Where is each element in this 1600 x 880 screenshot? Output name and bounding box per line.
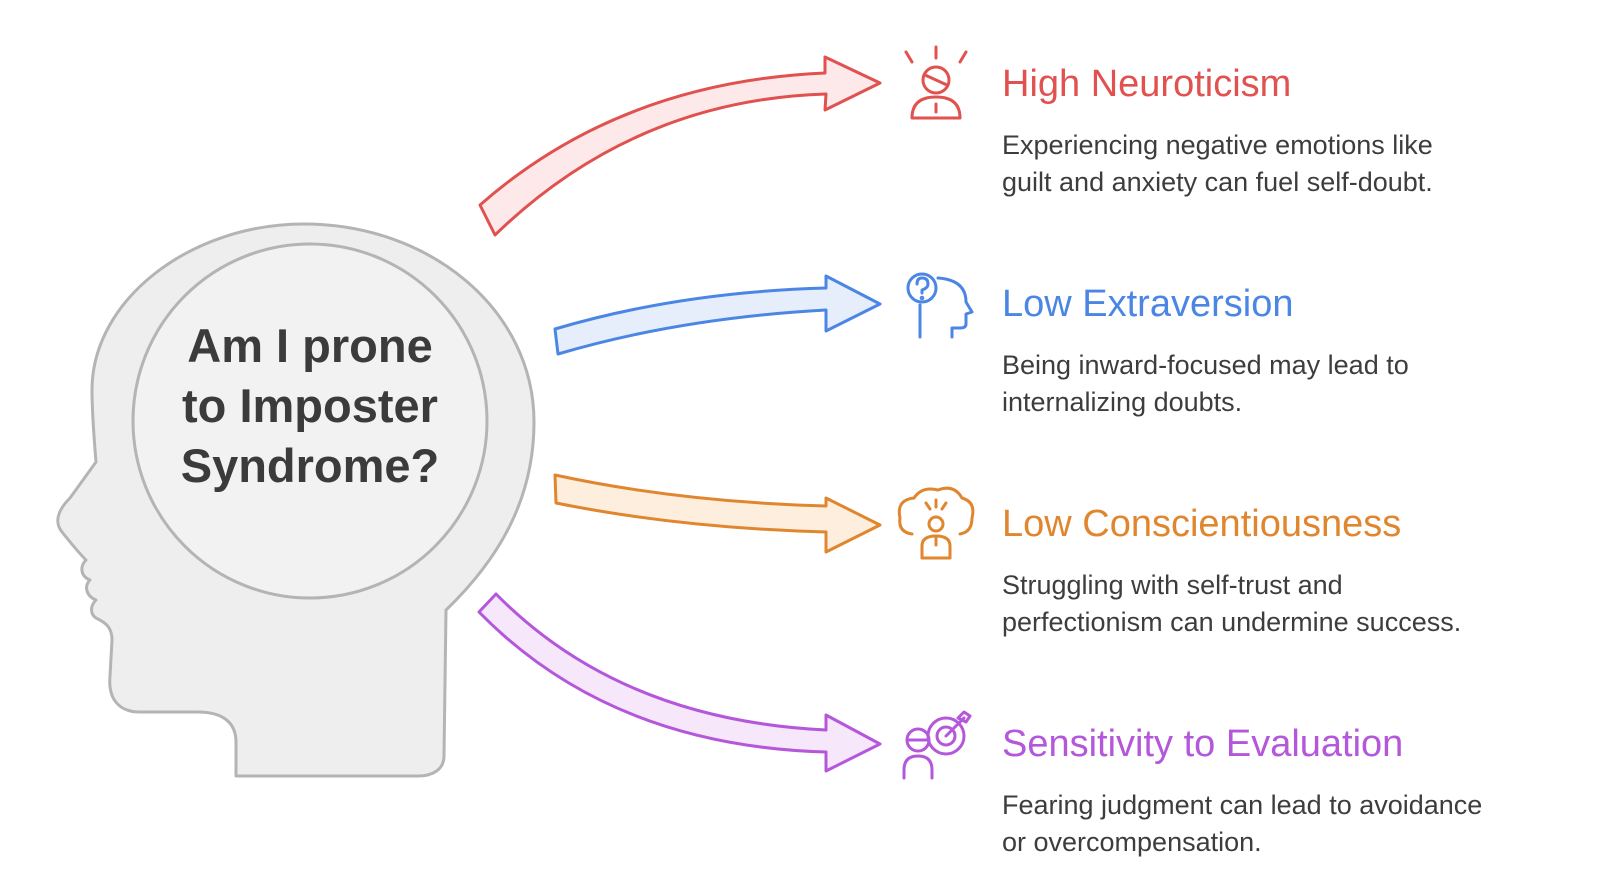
trait-description-line: Experiencing negative emotions like xyxy=(1002,130,1433,160)
head-question-icon xyxy=(906,272,974,339)
trait-sensitivity-to-evaluation: Sensitivity to Evaluation Fearing judgme… xyxy=(1002,722,1582,861)
arrow-conscientiousness xyxy=(553,473,882,554)
trait-title: Sensitivity to Evaluation xyxy=(1002,723,1404,765)
trait-description: Struggling with self-trust and perfectio… xyxy=(1002,567,1582,641)
trait-description: Being inward-focused may lead to interna… xyxy=(1002,347,1582,421)
trait-description-line: Struggling with self-trust and xyxy=(1002,570,1343,600)
question-line: Syndrome? xyxy=(180,439,440,492)
trait-description: Fearing judgment can lead to avoidance o… xyxy=(1002,787,1582,861)
trait-description-line: internalizing doubts. xyxy=(1002,387,1243,417)
thinking-person-icon xyxy=(897,486,975,560)
trait-title: Low Conscientiousness xyxy=(1002,503,1402,545)
arrow-neuroticism xyxy=(478,55,882,237)
trait-description-line: Being inward-focused may lead to xyxy=(1002,350,1409,380)
central-question: Am I prone to Imposter Syndrome? xyxy=(130,316,490,496)
question-line: to Imposter xyxy=(182,379,438,432)
trait-description-line: guilt and anxiety can fuel self-doubt. xyxy=(1002,167,1433,197)
trait-high-neuroticism: High Neuroticism Experiencing negative e… xyxy=(1002,62,1582,201)
trait-description-line: Fearing judgment can lead to avoidance xyxy=(1002,790,1483,820)
trait-title: Low Extraversion xyxy=(1002,283,1294,325)
question-circle xyxy=(131,242,489,600)
trait-description-line: perfectionism can undermine success. xyxy=(1002,607,1462,637)
target-person-icon xyxy=(902,710,972,780)
arrow-sensitivity xyxy=(477,592,882,773)
trait-low-extraversion: Low Extraversion Being inward-focused ma… xyxy=(1002,282,1582,421)
trait-description-line: or overcompensation. xyxy=(1002,827,1262,857)
arrow-extraversion xyxy=(553,274,882,356)
trait-description: Experiencing negative emotions like guil… xyxy=(1002,127,1582,201)
trait-title: High Neuroticism xyxy=(1002,63,1292,105)
trait-low-conscientiousness: Low Conscientiousness Struggling with se… xyxy=(1002,502,1582,641)
question-line: Am I prone xyxy=(187,319,433,372)
stressed-person-icon xyxy=(904,45,968,120)
